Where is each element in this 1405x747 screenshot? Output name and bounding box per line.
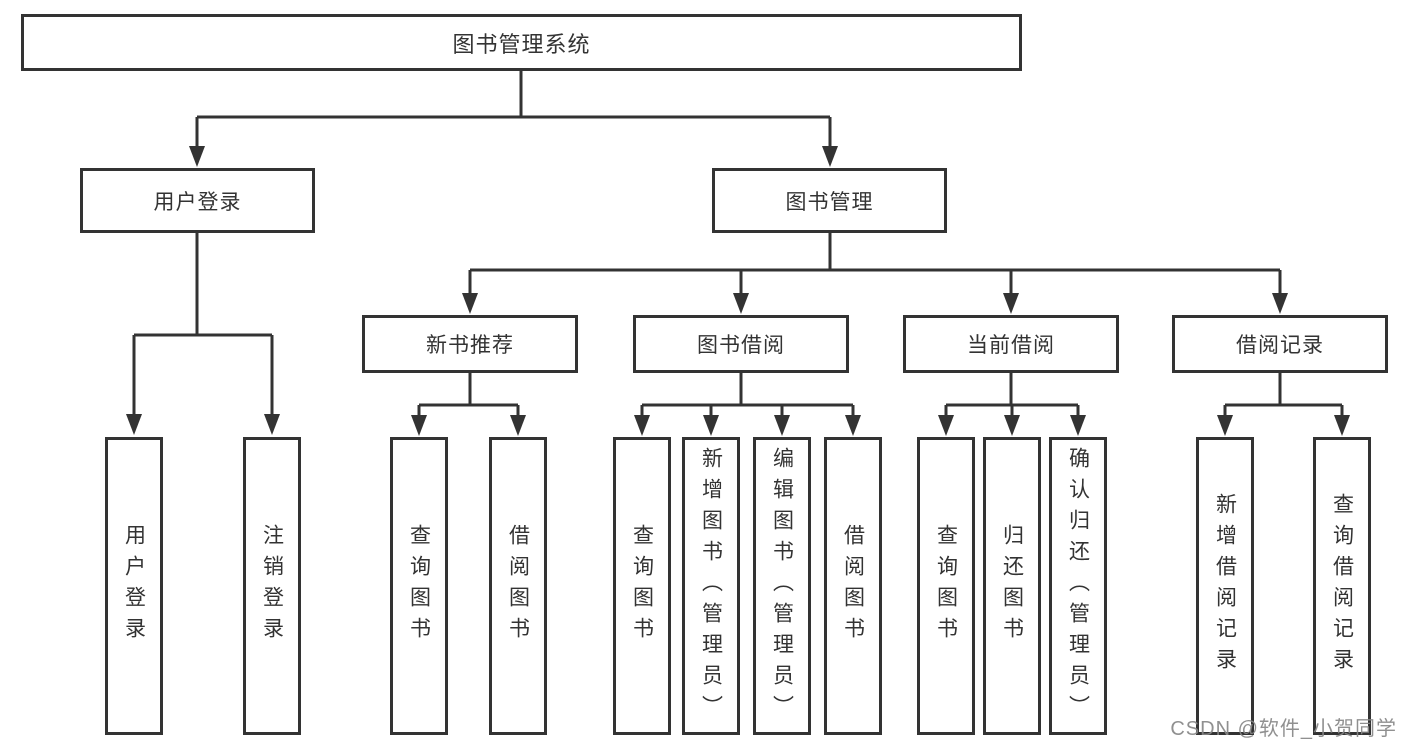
leaf-add-book-admin: 新增图书（管理员） xyxy=(682,437,740,735)
connector-newbook-to-leaves xyxy=(417,373,520,417)
connector-userlogin-to-leaves xyxy=(132,233,274,415)
node-new-book-recommend: 新书推荐 xyxy=(362,315,578,373)
connector-borrowrecords-to-leaves xyxy=(1223,373,1344,417)
arrowhead-icons xyxy=(126,146,1350,436)
leaf-query-books-borrow: 查询图书 xyxy=(613,437,671,735)
node-user-login-branch: 用户登录 xyxy=(80,168,315,233)
leaf-add-borrow-record: 新增借阅记录 xyxy=(1196,437,1254,735)
leaf-query-borrow-record: 查询借阅记录 xyxy=(1313,437,1371,735)
connector-bookborrow-to-leaves xyxy=(640,373,855,417)
leaf-return-book: 归还图书 xyxy=(983,437,1041,735)
connector-currentborrow-to-leaves xyxy=(944,373,1080,417)
leaf-query-books-recommend: 查询图书 xyxy=(390,437,448,735)
node-book-management-branch: 图书管理 xyxy=(712,168,947,233)
node-library-management-system: 图书管理系统 xyxy=(21,14,1022,71)
leaf-logout: 注销登录 xyxy=(243,437,301,735)
node-book-borrow: 图书借阅 xyxy=(633,315,849,373)
leaf-confirm-return-admin: 确认归还（管理员） xyxy=(1049,437,1107,735)
connector-root-to-level2 xyxy=(195,70,832,150)
leaf-edit-book-admin: 编辑图书（管理员） xyxy=(753,437,811,735)
csdn-watermark: CSDN @软件_小贺同学 xyxy=(1170,718,1397,740)
node-borrow-records: 借阅记录 xyxy=(1172,315,1388,373)
leaf-borrow-books-recommend: 借阅图书 xyxy=(489,437,547,735)
leaf-query-books-current: 查询图书 xyxy=(917,437,975,735)
connector-bookmgmt-to-level3 xyxy=(468,233,1282,296)
leaf-user-login: 用户登录 xyxy=(105,437,163,735)
node-current-borrow: 当前借阅 xyxy=(903,315,1119,373)
leaf-borrow-books: 借阅图书 xyxy=(824,437,882,735)
